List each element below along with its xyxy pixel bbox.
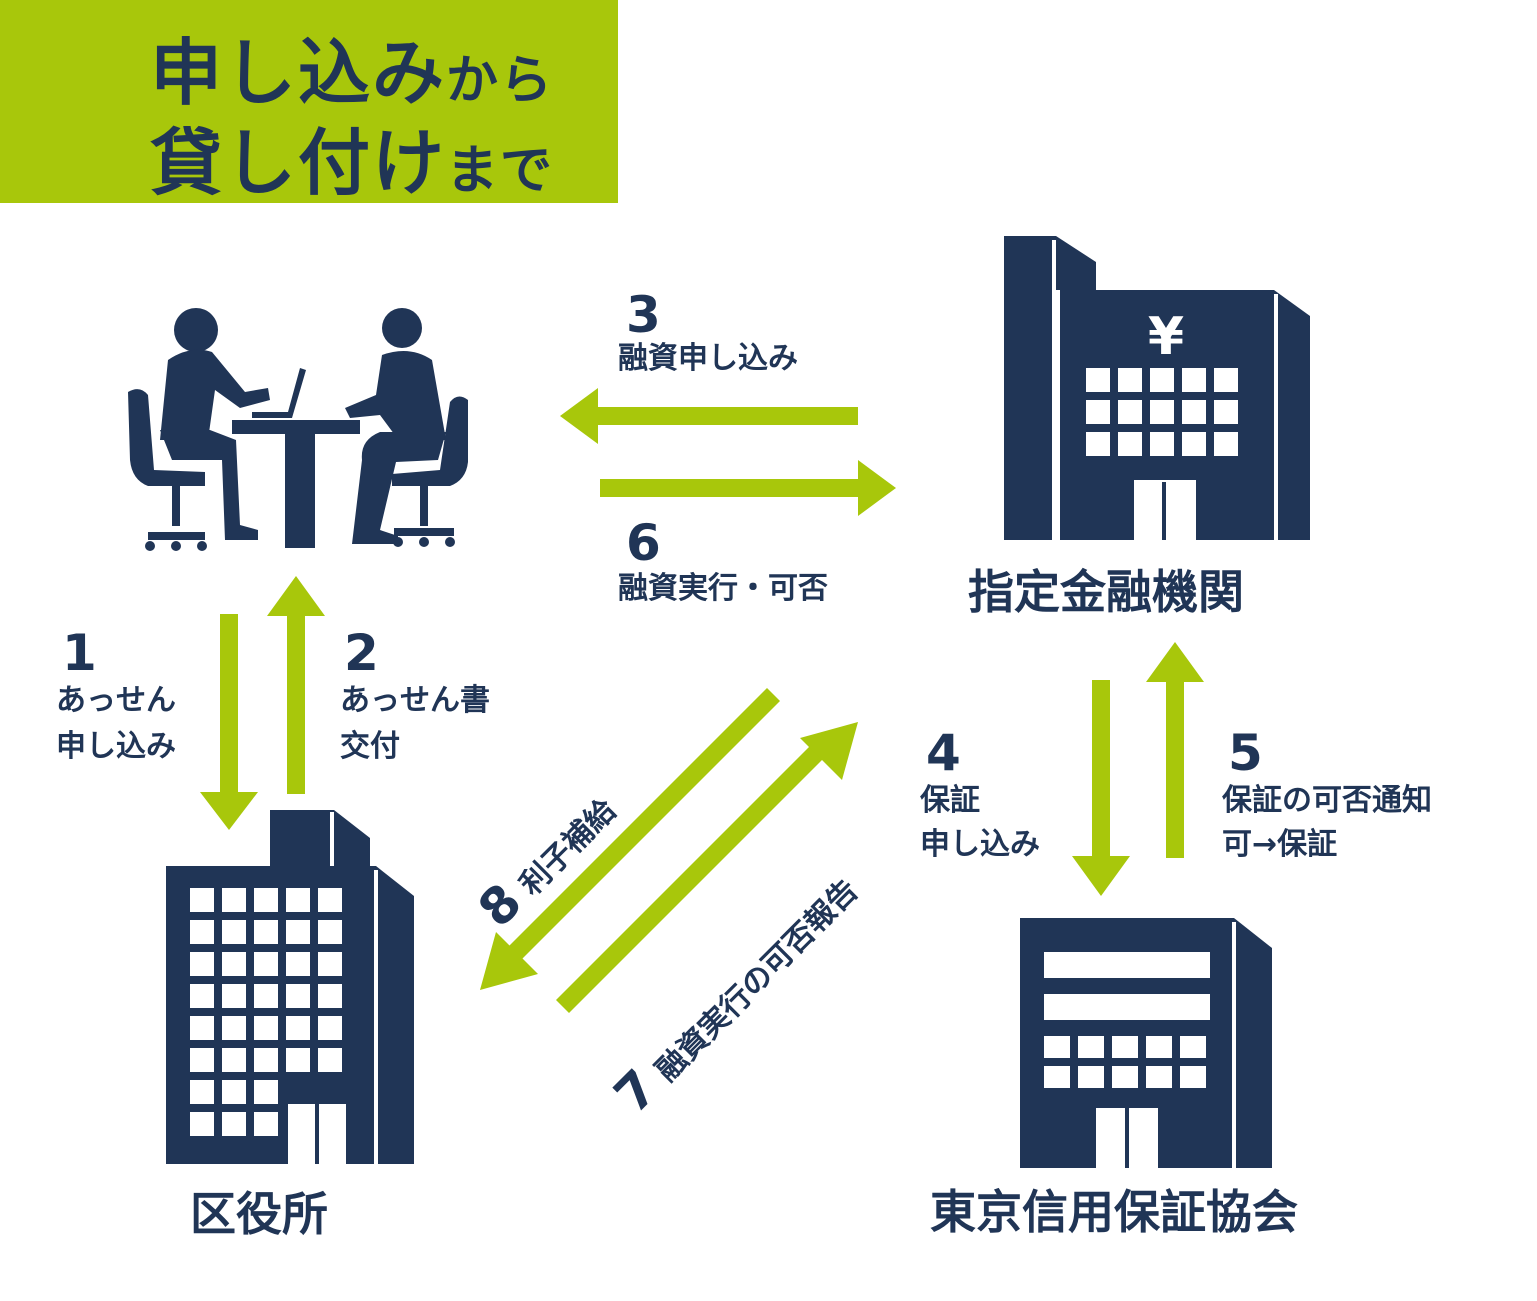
title-banner: [0, 0, 618, 203]
arrow-icon: [200, 614, 258, 830]
ward-office-building-icon: [166, 810, 414, 1164]
header-line2-main: 貸し付け: [150, 121, 447, 205]
header-line1-small: から: [446, 51, 555, 111]
step-1-text2: 申し込み: [56, 729, 176, 764]
yen-sign: ¥: [1148, 307, 1184, 367]
header-title-line2: 貸し付けまで: [150, 104, 554, 209]
header-line2-small: まで: [446, 141, 555, 201]
guarantee-association-label: 東京信用保証協会: [930, 1185, 1298, 1239]
step-2-text2: 交付: [340, 729, 400, 764]
guarantee-association-building-icon: [1020, 918, 1272, 1168]
step-3-number: 3: [626, 286, 661, 344]
step-6-text1: 融資実行・可否: [618, 571, 828, 606]
step-3-text1: 融資申し込み: [618, 341, 798, 376]
arrow-icon: [560, 388, 858, 444]
step-5-number: 5: [1228, 724, 1263, 782]
bank-building-icon: ¥: [1004, 236, 1310, 540]
bank-label: 指定金融機関: [968, 565, 1244, 619]
step-2-text1: あっせん書: [340, 683, 490, 718]
step-1-number: 1: [62, 624, 97, 682]
step-4-text2: 申し込み: [920, 827, 1040, 862]
step-4-text1: 保証: [920, 783, 980, 818]
ward-office-windows: [190, 888, 346, 1164]
arrow-icon: [600, 460, 896, 516]
header-line1-main: 申し込み: [150, 31, 447, 115]
arrow-icon: [267, 576, 325, 794]
ward-office-label: 区役所: [190, 1187, 328, 1241]
step-2-number: 2: [344, 624, 379, 682]
meeting-icon: [128, 308, 468, 551]
step-4-number: 4: [926, 724, 961, 782]
arrow-icon: [556, 722, 858, 1013]
step-5-text1: 保証の可否通知: [1222, 783, 1432, 818]
arrow-icon: [1146, 642, 1204, 858]
arrow-icon: [1072, 680, 1130, 896]
header-title-line1: 申し込みから: [150, 14, 554, 119]
step-6-number: 6: [626, 514, 661, 572]
step-1-text1: あっせん: [56, 683, 176, 718]
arrow-icon: [480, 688, 780, 990]
bank-windows: [1086, 368, 1238, 540]
step-5-text2: 可→保証: [1222, 827, 1338, 862]
